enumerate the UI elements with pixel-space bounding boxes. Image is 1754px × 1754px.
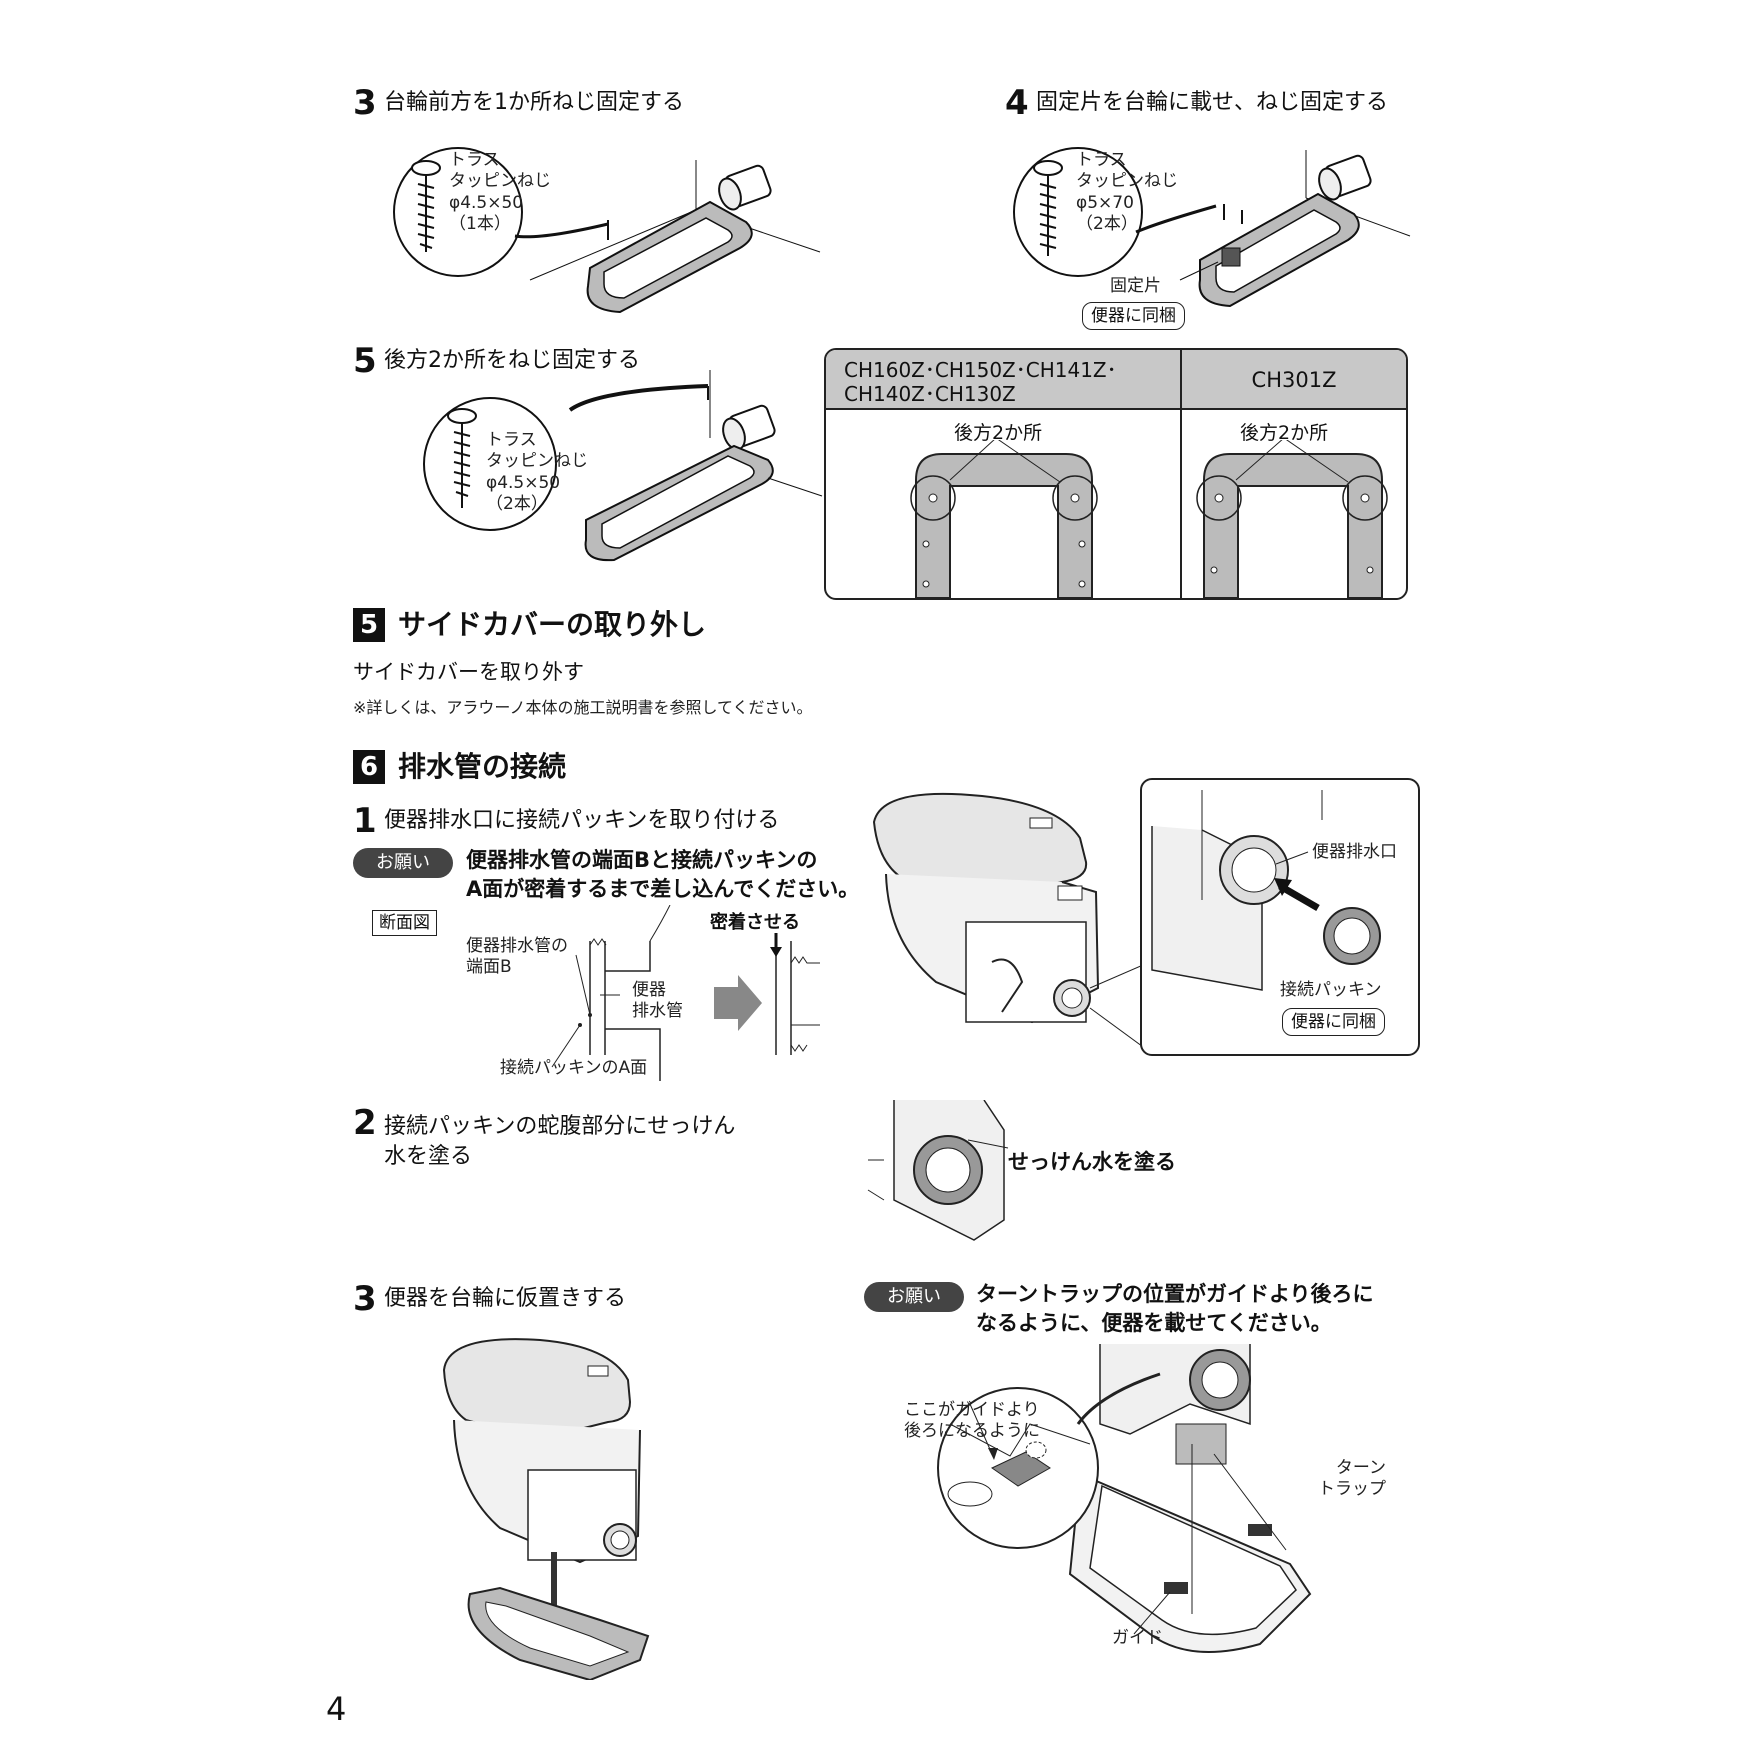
rear-screw-diagram: [910, 440, 1388, 598]
page-number: 4: [326, 1690, 347, 1728]
step-3-screw-label: トラス タッピンねじ φ4.5×50 （1本）: [449, 150, 551, 234]
step-5-screw-label: トラス タッピンねじ φ4.5×50 （2本）: [486, 430, 588, 514]
arrow-down-icon: [770, 947, 782, 957]
model-header-right: CH301Z: [1251, 368, 1337, 392]
turn-trap-label: ターン トラップ: [1318, 1458, 1386, 1500]
fixing-piece-label: 固定片: [1110, 276, 1161, 296]
section-5-title: サイドカバーの取り外し: [398, 608, 707, 641]
outlet-label: 便器排水口: [1312, 842, 1397, 862]
step-3-illustration: [393, 147, 821, 314]
callout-left: 後方2か所: [954, 422, 1043, 444]
model-table-header: [826, 350, 1406, 410]
frame-right-icon: [1196, 440, 1388, 598]
soap-illustration: [867, 1100, 1009, 1241]
step-4-screw-label: トラス タッピンねじ φ5×70 （2本）: [1076, 150, 1178, 234]
section-6-title: 排水管の接続: [398, 750, 567, 783]
step-4-illustration: [1013, 147, 1411, 308]
arrow-right-icon: [714, 975, 762, 1031]
section-5-number: 5: [353, 608, 385, 642]
guide-marker-icon: [1164, 1582, 1188, 1594]
pipe-label: 便器 排水管: [632, 980, 683, 1022]
request-text-2: ターントラップの位置がガイドより後ろに なるように、便器を載せてください。: [976, 1282, 1374, 1335]
frame-left-icon: [910, 440, 1098, 598]
callout-right: 後方2か所: [1240, 422, 1329, 444]
face-a-label: 接続パッキンのA面: [500, 1058, 648, 1078]
section-5-note: ※詳しくは、アラウーノ本体の施工説明書を参照してください。: [353, 698, 813, 717]
arrow-icon: [1274, 878, 1292, 896]
guide-label: ガイド: [1112, 1628, 1163, 1648]
pipe-icon: [718, 164, 772, 211]
pipe-icon: [722, 404, 776, 451]
behind-guide-label: ここがガイドより 後ろになるように: [904, 1400, 1040, 1442]
cross-section-label: 断面図: [372, 910, 437, 937]
fixing-piece-icon: [1221, 247, 1241, 267]
s6-step-2-text: 接続パッキンの蛇腹部分にせっけん 水を塗る: [384, 1114, 736, 1170]
request-badge: お願い: [353, 848, 453, 878]
s6-step-3-number: 3: [353, 1279, 377, 1319]
pipe-icon: [1318, 154, 1372, 201]
bundled-badge-2: 便器に同梱: [1282, 1008, 1385, 1037]
turn-trap-icon: [1175, 1423, 1227, 1465]
request-text-1: 便器排水管の端面Bと接続パッキンの A面が密着するまで差し込んでください。: [466, 848, 860, 901]
packing-label: 接続パッキン: [1280, 980, 1382, 1000]
step-3-text: 台輪前方を1か所ねじ固定する: [384, 90, 684, 115]
section-6-number: 6: [353, 750, 385, 784]
step-5-text: 後方2か所をねじ固定する: [384, 348, 640, 373]
toilet-illustration: [872, 792, 1142, 1047]
detail-box: [1140, 778, 1420, 1056]
model-header-left: CH160Z･CH150Z･CH141Z･ CH140Z･CH130Z: [844, 358, 1117, 406]
screw-icon: [447, 408, 477, 508]
soap-label: せっけん水を塗る: [1008, 1150, 1176, 1174]
guide-illustration: [937, 1344, 1312, 1653]
step-4-text: 固定片を台輪に載せ、ねじ固定する: [1036, 90, 1389, 115]
guide-marker-icon: [1248, 1524, 1272, 1536]
toilet-placement-illustration: [442, 1338, 650, 1680]
step-5-illustration: [423, 370, 823, 562]
s6-step-1-number: 1: [353, 801, 377, 841]
s6-step-2-number: 2: [353, 1103, 377, 1143]
screw-icon: [411, 160, 441, 252]
step-3-number: 3: [353, 83, 377, 123]
section-5-body: サイドカバーを取り外す: [353, 660, 584, 684]
s6-step-1-text: 便器排水口に接続パッキンを取り付ける: [384, 808, 780, 833]
bundled-badge: 便器に同梱: [1082, 302, 1185, 331]
seal-label: 密着させる: [710, 912, 800, 933]
step-5-number: 5: [353, 341, 377, 381]
step-4-number: 4: [1005, 83, 1029, 123]
request-badge-2: お願い: [864, 1282, 964, 1312]
model-table: CH160Z･CH150Z･CH141Z･ CH140Z･CH130Z CH30…: [824, 348, 1408, 600]
screw-icon: [1033, 160, 1063, 256]
end-b-label: 便器排水管の 端面B: [466, 936, 568, 978]
table-divider: [1180, 350, 1182, 598]
cross-section-diagram: [551, 905, 820, 1081]
s6-step-3-text: 便器を台輪に仮置きする: [384, 1286, 627, 1311]
